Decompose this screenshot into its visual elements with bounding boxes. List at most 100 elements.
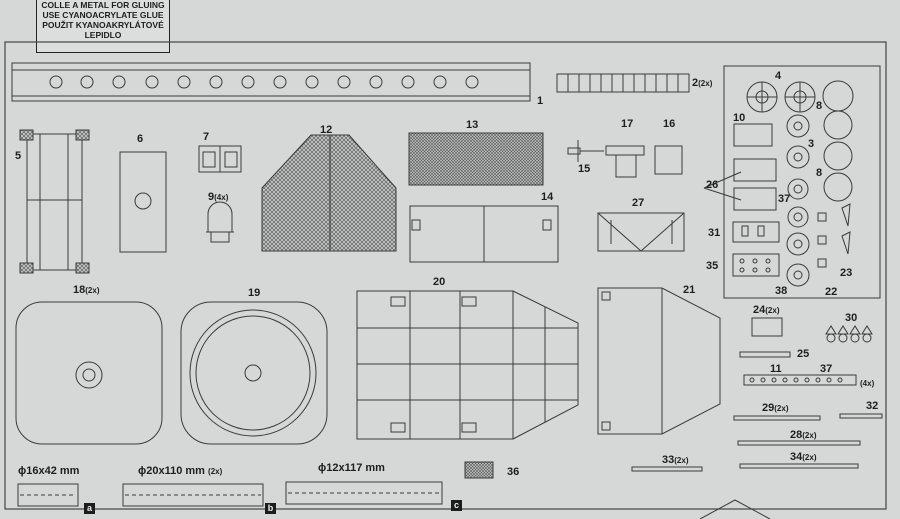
label-part-10: 10 <box>733 112 746 124</box>
label-part-9: 9(4x) <box>208 192 228 203</box>
label-part-38: 38 <box>775 285 788 297</box>
part-6-plate <box>119 151 167 253</box>
rod-a-dimension: ϕ16x42 mm <box>18 465 80 477</box>
label-part-24-qty: (2x) <box>765 306 780 315</box>
part-11-37-bars <box>743 374 857 386</box>
part-30-nuts <box>825 325 873 343</box>
label-part-16: 16 <box>663 118 676 130</box>
label-part-20: 20 <box>433 276 446 288</box>
label-part-24: 24(2x) <box>753 305 779 316</box>
label-part-8b: 8 <box>816 167 823 179</box>
label-part-3: 3 <box>808 138 815 150</box>
rod-c-dimension: ϕ12x117 mm <box>318 462 385 474</box>
label-part-34-num: 34 <box>790 451 803 463</box>
label-part-11-qty-text: (4x) <box>860 379 875 388</box>
label-part-28-num: 28 <box>790 429 803 441</box>
label-part-8a: 8 <box>816 100 823 112</box>
label-part-22: 22 <box>825 286 838 298</box>
part-35-plate <box>732 253 780 277</box>
part-23-clips <box>817 203 851 268</box>
glue-note-line-1: COLLE A METAL FOR GLUING <box>41 0 165 10</box>
part-29-rod <box>733 415 821 421</box>
rod-b-qty: (2x) <box>208 467 223 476</box>
label-part-5: 5 <box>15 150 22 162</box>
label-part-26: 26 <box>706 179 719 191</box>
label-part-11: 11 <box>770 363 782 375</box>
label-part-1: 1 <box>537 95 544 107</box>
label-part-18-num: 18 <box>73 284 86 296</box>
part-27-truss <box>597 212 685 252</box>
part-5-frame <box>19 129 90 274</box>
label-part-2-num: 2 <box>692 77 699 89</box>
label-part-24-num: 24 <box>753 304 766 316</box>
part-19-plate <box>180 301 328 445</box>
rod-b-letter: b <box>265 503 276 514</box>
label-part-13: 13 <box>466 119 479 131</box>
label-part-33: 33(2x) <box>662 455 688 466</box>
label-part-29-num: 29 <box>762 402 775 414</box>
label-part-18-qty: (2x) <box>85 286 100 295</box>
glue-note-line-2: USE CYANOACRYLATE GLUE <box>42 10 164 20</box>
rod-b-shape <box>122 483 264 507</box>
label-part-9-qty: (4x) <box>214 193 229 202</box>
part-3-gears <box>786 114 810 287</box>
label-part-30: 30 <box>845 312 858 324</box>
label-part-2-qty: (2x) <box>698 79 713 88</box>
part-18-plate <box>15 301 163 445</box>
label-part-4: 4 <box>775 70 782 82</box>
label-part-9-num: 9 <box>208 191 215 203</box>
part-31-plate <box>732 221 780 243</box>
part-1-beam <box>11 62 531 102</box>
part-13-mesh <box>408 132 544 186</box>
label-part-2: 2(2x) <box>692 78 712 89</box>
label-part-14: 14 <box>541 191 554 203</box>
label-part-12: 12 <box>320 124 333 136</box>
part-17-block <box>605 145 645 178</box>
part-4-wheels <box>746 81 816 113</box>
label-part-36: 36 <box>507 466 520 478</box>
part-14-frame <box>409 205 559 263</box>
part-2-strip <box>556 73 690 93</box>
part-33-rod <box>631 466 703 472</box>
part-21-hopper <box>597 287 721 435</box>
part-36-mesh <box>464 461 494 479</box>
glue-note-line-3: POUŽIT KYANOAKRYLÁTOVÉ <box>42 20 164 30</box>
part-15-bolt <box>567 140 604 162</box>
label-part-34: 34(2x) <box>790 452 816 463</box>
sheet-border <box>4 41 887 510</box>
label-part-23: 23 <box>840 267 853 279</box>
label-part-19: 19 <box>248 287 261 299</box>
label-part-28-qty: (2x) <box>802 431 817 440</box>
label-part-33-num: 33 <box>662 454 675 466</box>
rod-c-shape <box>285 481 443 505</box>
rod-a-letter: a <box>84 503 95 514</box>
label-part-28: 28(2x) <box>790 430 816 441</box>
part-20-frame <box>356 290 579 440</box>
label-part-34-qty: (2x) <box>802 453 817 462</box>
corner-detail <box>699 499 771 519</box>
part-10-plate <box>733 123 773 147</box>
part-12-mesh <box>261 134 397 252</box>
label-part-29: 29(2x) <box>762 403 788 414</box>
rod-a-shape <box>17 483 79 507</box>
label-part-31: 31 <box>708 227 721 239</box>
label-part-15: 15 <box>578 163 591 175</box>
label-part-27: 27 <box>632 197 645 209</box>
label-part-32: 32 <box>866 400 879 412</box>
part-8-rings <box>822 80 854 202</box>
label-part-6: 6 <box>137 133 144 145</box>
part-28-rod <box>737 440 861 446</box>
part-34-rod <box>739 463 859 469</box>
part-25-rod <box>739 351 791 358</box>
label-part-18: 18(2x) <box>73 285 99 296</box>
label-part-25: 25 <box>797 348 810 360</box>
label-part-11-qty: (4x) <box>860 378 874 389</box>
rod-b-dim-text: ϕ20x110 mm <box>138 465 205 477</box>
label-part-21: 21 <box>683 284 696 296</box>
part-7-bracket <box>198 145 242 173</box>
label-part-7: 7 <box>203 131 210 143</box>
rod-b-dimension: ϕ20x110 mm (2x) <box>138 465 222 477</box>
part-9-bulb <box>206 201 234 243</box>
part-16-block <box>654 145 683 175</box>
